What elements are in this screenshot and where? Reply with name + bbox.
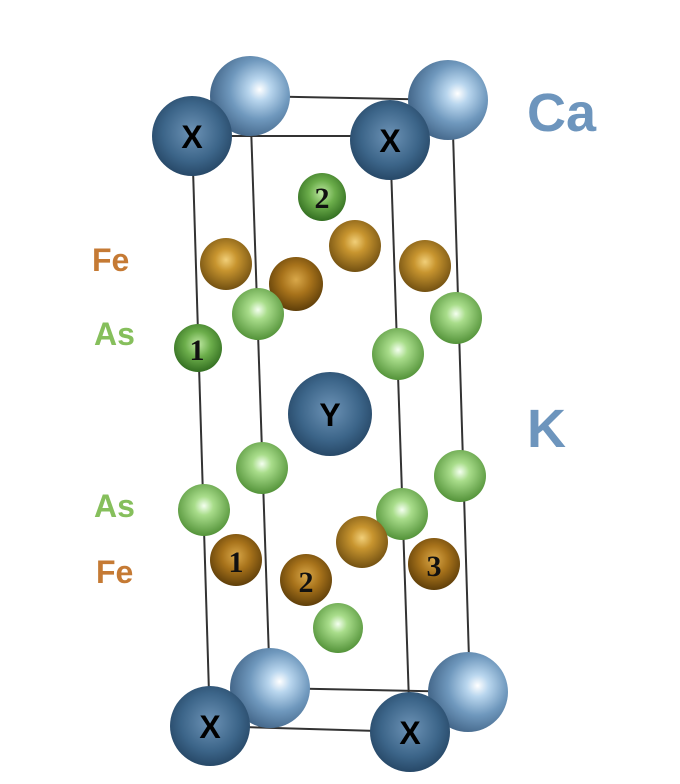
label-fe-bottom: Fe <box>96 554 134 590</box>
svg-text:1: 1 <box>229 546 244 579</box>
x-atom-top-left: X <box>152 96 232 176</box>
as-atom <box>178 484 230 536</box>
fe-atom <box>399 240 451 292</box>
svg-text:X: X <box>379 123 401 159</box>
unit-cell-frame <box>188 94 474 734</box>
as-atom <box>434 450 486 502</box>
label-fe-top: Fe <box>92 242 130 278</box>
svg-text:X: X <box>199 709 221 745</box>
svg-text:2: 2 <box>315 182 330 215</box>
label-k: K <box>527 399 566 459</box>
x-atom-bottom-right: X <box>370 692 450 772</box>
cell-edge-front-right <box>389 135 411 733</box>
label-as-bottom: As <box>94 488 135 524</box>
fe-atom-site-2: 2 <box>280 554 332 606</box>
ca-atom-back-right <box>408 60 488 140</box>
y-atom-center: Y <box>288 372 372 456</box>
fe-atom-site-3: 3 <box>408 538 460 590</box>
as-atom-site-1: 1 <box>174 324 222 372</box>
as-atom <box>372 328 424 380</box>
fe-atom <box>200 238 252 290</box>
svg-text:1: 1 <box>190 334 205 367</box>
as-atom-site-2: 2 <box>298 173 346 221</box>
fe-atom <box>336 516 388 568</box>
as-atom <box>430 292 482 344</box>
x-atom-bottom-left: X <box>170 686 250 766</box>
fe-atom <box>329 220 381 272</box>
fe-atom-site-1: 1 <box>210 534 262 586</box>
svg-text:X: X <box>399 715 421 751</box>
svg-text:3: 3 <box>427 550 442 583</box>
as-atom <box>313 603 363 653</box>
svg-text:X: X <box>181 119 203 155</box>
cell-edge-back-right <box>451 99 471 693</box>
cell-edge-back-left <box>249 95 271 689</box>
as-atom <box>232 288 284 340</box>
x-atom-top-right: X <box>350 100 430 180</box>
label-as-top: As <box>94 316 135 352</box>
as-atom <box>236 442 288 494</box>
as-atom <box>376 488 428 540</box>
svg-text:2: 2 <box>299 566 314 599</box>
cell-edge-front-left <box>191 135 211 727</box>
fe-atom <box>269 257 323 311</box>
ca-atom-bottom-back-right <box>428 652 508 732</box>
svg-text:Y: Y <box>319 397 340 433</box>
ca-atom-back-left <box>210 56 290 136</box>
ca-atom-bottom-back-left <box>230 648 310 728</box>
label-ca: Ca <box>527 83 597 143</box>
